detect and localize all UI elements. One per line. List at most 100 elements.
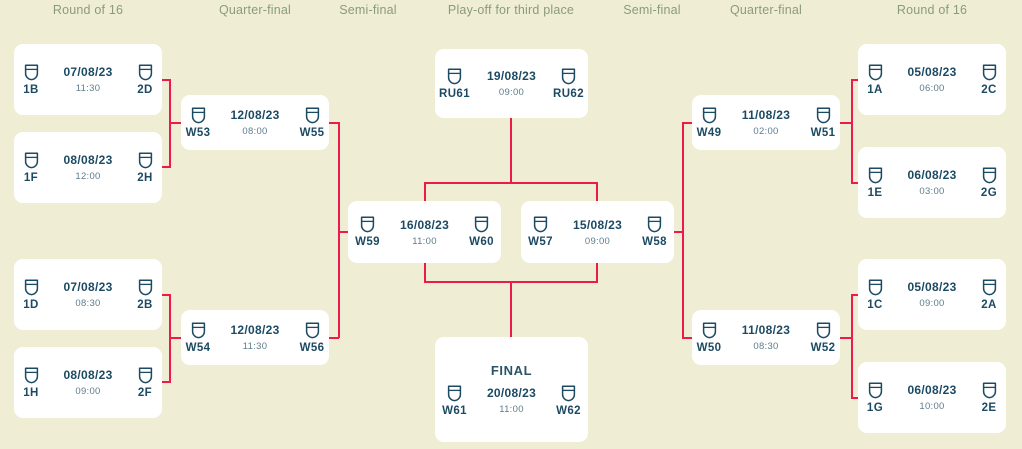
- away-team-code: W56: [299, 341, 325, 354]
- shield-icon: [982, 279, 996, 295]
- connector-left-semi: [338, 231, 349, 233]
- shield-icon: [191, 107, 205, 123]
- shield-icon: [447, 385, 462, 401]
- match-date: 11/08/23: [741, 323, 791, 337]
- shield-icon: [24, 279, 38, 295]
- connector-right-bottom: [851, 294, 853, 398]
- match-time: 10:00: [919, 401, 945, 412]
- shield-icon: [305, 107, 319, 123]
- match-schedule: 11/08/23 08:30: [735, 323, 797, 352]
- match-time: 06:00: [919, 83, 945, 94]
- match-time: 08:30: [753, 341, 779, 352]
- away-team-code: 2E: [981, 401, 997, 414]
- connector-left-top: [169, 122, 182, 124]
- home-team-code: W61: [442, 404, 467, 417]
- away-team: 2E: [972, 382, 1006, 414]
- match-time: 11:30: [242, 341, 268, 352]
- shield-icon: [474, 216, 489, 233]
- column-header: Semi-final: [623, 3, 681, 17]
- away-team-code: W60: [469, 236, 494, 248]
- shield-icon: [191, 322, 205, 338]
- home-team: 1G: [858, 382, 892, 414]
- match-date: 11/08/23: [741, 108, 791, 122]
- home-team-code: 1G: [866, 401, 884, 414]
- shield-icon: [816, 107, 830, 123]
- home-team: 1E: [858, 167, 892, 199]
- shield-icon: [702, 322, 716, 338]
- shield-icon: [982, 382, 996, 398]
- away-team: RU62: [552, 68, 586, 100]
- shield-icon: [138, 367, 152, 383]
- away-team: 2A: [972, 279, 1006, 311]
- home-team-code: RU61: [438, 87, 470, 100]
- home-team-code: 1H: [23, 386, 39, 399]
- connector-third-place: [424, 182, 598, 184]
- away-team: 2H: [128, 152, 162, 184]
- connector-final: [510, 281, 512, 338]
- home-team: W49: [692, 107, 726, 139]
- home-team: W50: [692, 322, 726, 354]
- away-team: 2G: [972, 167, 1006, 199]
- column-header: Quarter-final: [218, 3, 292, 17]
- home-team-code: W49: [696, 126, 722, 139]
- match-time: 11:00: [412, 235, 437, 247]
- match-row: W50 11/08/23 08:30 W52: [692, 322, 840, 354]
- home-team: 1F: [14, 152, 48, 184]
- away-team-code: W55: [299, 126, 325, 139]
- away-team-code: W52: [810, 341, 836, 354]
- home-team-code: 1A: [867, 83, 883, 96]
- away-team-code: 2C: [981, 83, 997, 96]
- match-date: 07/08/23: [63, 65, 113, 79]
- shield-icon: [138, 64, 152, 80]
- connector-left-semi: [338, 122, 340, 338]
- match-time: 09:00: [584, 235, 611, 247]
- away-team-code: W62: [556, 404, 581, 417]
- match-date: 20/08/23: [486, 386, 537, 400]
- away-team: W60: [465, 216, 499, 248]
- home-team: W54: [181, 322, 215, 354]
- shield-icon: [561, 385, 576, 401]
- shield-icon: [138, 279, 152, 295]
- match-card[interactable]: W50 11/08/23 08:30 W52: [692, 310, 840, 365]
- away-team-code: 2A: [981, 298, 997, 311]
- home-team-code: 1F: [23, 171, 39, 184]
- connector-right-top: [851, 182, 859, 184]
- away-team-code: 2F: [137, 386, 153, 399]
- connector-final: [424, 263, 426, 283]
- home-team-code: 1B: [23, 83, 39, 96]
- shield-icon: [868, 279, 882, 295]
- match-time: 09:00: [75, 386, 101, 397]
- away-team: W55: [295, 107, 329, 139]
- column-header: Quarter-final: [729, 3, 803, 17]
- column-header: Play-off for third place: [447, 3, 575, 17]
- connector-third-place: [510, 118, 512, 184]
- connector-right-bottom: [851, 397, 859, 399]
- home-team: W61: [438, 385, 472, 417]
